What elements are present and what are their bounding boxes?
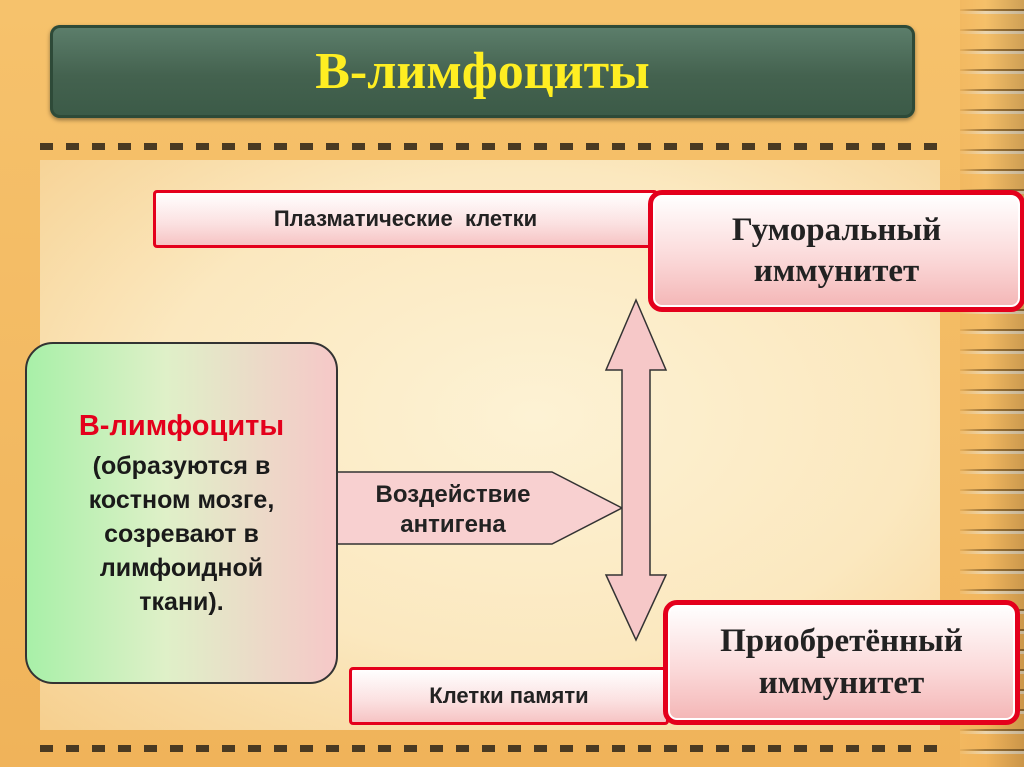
plasma-cells-box: Плазматические клетки [153, 190, 658, 248]
origin-title: В-лимфоциты [78, 410, 285, 443]
b-lymphocyte-origin-box: В-лимфоциты (образуются в костном мозге,… [25, 342, 338, 684]
memory-cells-label: Клетки памяти [429, 683, 589, 708]
humoral-immunity-label: Гуморальный иммунитет [731, 211, 942, 289]
title-banner: В-лимфоциты [50, 25, 915, 118]
acquired-immunity-box: Приобретённый иммунитет [663, 600, 1020, 725]
origin-description: (образуются в костном мозге, созревают в… [88, 451, 275, 616]
humoral-immunity-box: Гуморальный иммунитет [648, 190, 1024, 312]
dashed-divider-bottom [40, 745, 940, 752]
antigen-action-label: Воздействие антигена [375, 481, 531, 538]
dashed-divider-top [40, 143, 940, 150]
plasma-cells-label: Плазматические клетки [273, 206, 538, 231]
memory-cells-box: Клетки памяти [349, 667, 669, 725]
slide-title: В-лимфоциты [315, 43, 650, 100]
double-arrow [604, 298, 668, 642]
acquired-immunity-label: Приобретённый иммунитет [720, 623, 963, 701]
